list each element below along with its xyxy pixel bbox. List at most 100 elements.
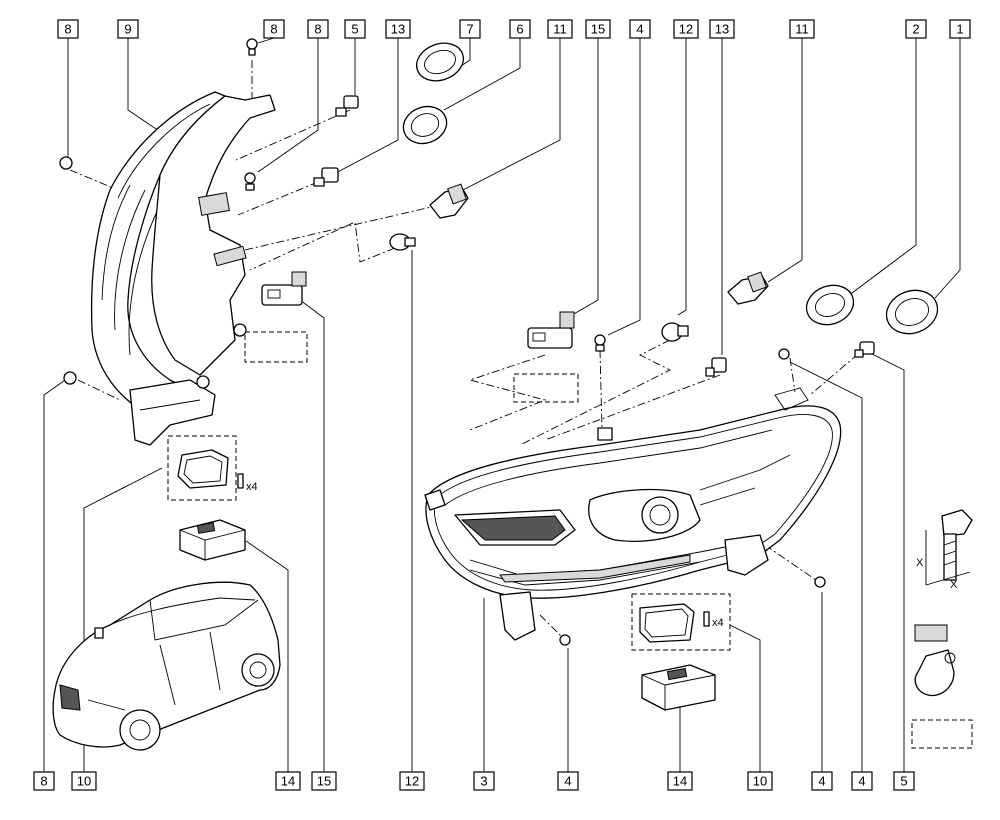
right-headlamp-assembly bbox=[424, 387, 842, 641]
svg-text:11: 11 bbox=[553, 22, 567, 37]
gasket-kit-left: x4 bbox=[167, 435, 258, 501]
cap-6 bbox=[402, 105, 448, 145]
ballast-module-left bbox=[179, 519, 246, 561]
gasket-kit-right: x4 bbox=[631, 593, 731, 651]
bolt-dim-x-vertical: X bbox=[916, 557, 924, 569]
svg-text:13: 13 bbox=[391, 22, 405, 37]
svg-text:10: 10 bbox=[77, 774, 91, 789]
clip-8-top bbox=[246, 38, 258, 56]
vehicle-illustration bbox=[52, 581, 281, 751]
svg-text:8: 8 bbox=[40, 774, 47, 789]
leader-lines bbox=[43, 37, 961, 772]
svg-text:11: 11 bbox=[795, 22, 809, 37]
svg-text:14: 14 bbox=[673, 774, 687, 789]
callout-6-top: 6 bbox=[509, 19, 531, 39]
callout-8-top-left: 8 bbox=[57, 19, 79, 39]
bulb-symbol-detail bbox=[911, 624, 973, 749]
svg-text:9: 9 bbox=[124, 22, 131, 37]
callout-5-bottom: 5 bbox=[893, 771, 915, 791]
callout-8-top-right: 8 bbox=[307, 19, 329, 39]
clip-4-bottom-left bbox=[559, 634, 571, 646]
bolt-dimension-detail: X X bbox=[916, 509, 973, 591]
top-callouts: 8 9 8 8 5 13 7 6 11 15 4 12 13 11 2 1 bbox=[57, 19, 971, 39]
connector-15-right bbox=[527, 311, 575, 349]
callout-12-top: 12 bbox=[673, 19, 699, 39]
connector-15-left bbox=[261, 271, 307, 306]
cap-1 bbox=[885, 289, 939, 335]
callout-3-bottom: 3 bbox=[473, 771, 495, 791]
callout-10-bottom-left: 10 bbox=[71, 771, 97, 791]
svg-text:1: 1 bbox=[956, 22, 963, 37]
callout-13-top-left: 13 bbox=[385, 19, 411, 39]
callout-11-top-right: 11 bbox=[789, 19, 815, 39]
clip-4-top bbox=[594, 334, 606, 352]
svg-text:10: 10 bbox=[753, 774, 767, 789]
svg-text:15: 15 bbox=[591, 22, 605, 37]
clip-4-right bbox=[778, 348, 790, 360]
gasket-qty-right: x4 bbox=[712, 617, 724, 629]
svg-text:8: 8 bbox=[270, 22, 277, 37]
callout-15-top: 15 bbox=[585, 19, 611, 39]
svg-text:4: 4 bbox=[818, 774, 825, 789]
assembly-lines bbox=[69, 60, 859, 639]
clip-4-bottom-right bbox=[814, 576, 826, 588]
svg-text:7: 7 bbox=[466, 22, 473, 37]
bulb-5-right bbox=[854, 341, 875, 358]
left-top-fasteners bbox=[59, 38, 469, 385]
clip-8-bottom bbox=[63, 371, 77, 385]
left-headlamp-assembly bbox=[90, 91, 276, 446]
bottom-callouts: 8 10 14 15 12 3 4 14 10 4 4 5 bbox=[33, 771, 915, 791]
callout-9-top: 9 bbox=[117, 19, 139, 39]
svg-text:2: 2 bbox=[912, 22, 919, 37]
bulb-12-left bbox=[389, 233, 416, 251]
callout-4-bottom-c: 4 bbox=[851, 771, 873, 791]
callout-10-bottom-right: 10 bbox=[747, 771, 773, 791]
gasket-qty-left: x4 bbox=[246, 481, 258, 493]
cap-7 bbox=[415, 42, 465, 82]
callout-7-top: 7 bbox=[459, 19, 481, 39]
right-top-fasteners bbox=[513, 271, 939, 646]
svg-text:8: 8 bbox=[64, 22, 71, 37]
svg-text:4: 4 bbox=[636, 22, 643, 37]
svg-text:8: 8 bbox=[314, 22, 321, 37]
callout-4-bottom-a: 4 bbox=[557, 771, 579, 791]
svg-text:4: 4 bbox=[564, 774, 571, 789]
svg-text:3: 3 bbox=[480, 774, 487, 789]
svg-text:4: 4 bbox=[858, 774, 865, 789]
callout-1-top: 1 bbox=[949, 19, 971, 39]
bulb-holder-11-right bbox=[727, 271, 769, 305]
svg-text:15: 15 bbox=[317, 774, 331, 789]
callout-12-bottom: 12 bbox=[399, 771, 425, 791]
callout-2-top: 2 bbox=[905, 19, 927, 39]
svg-text:13: 13 bbox=[715, 22, 729, 37]
connector-15-right-box bbox=[513, 373, 579, 403]
callout-14-bottom-left: 14 bbox=[275, 771, 301, 791]
callout-8-top-mid: 8 bbox=[263, 19, 285, 39]
bolt-dim-x-horizontal: X bbox=[950, 579, 958, 591]
callout-4-top: 4 bbox=[629, 19, 651, 39]
bulb-13-left bbox=[313, 167, 339, 187]
svg-text:5: 5 bbox=[351, 22, 358, 37]
cap-2 bbox=[805, 284, 855, 326]
svg-text:5: 5 bbox=[900, 774, 907, 789]
callout-8-bottom: 8 bbox=[33, 771, 55, 791]
callout-15-bottom: 15 bbox=[311, 771, 337, 791]
callout-13-top-right: 13 bbox=[709, 19, 735, 39]
callout-5-top: 5 bbox=[344, 19, 366, 39]
bulb-holder-11-left bbox=[429, 183, 469, 219]
callout-4-bottom-b: 4 bbox=[811, 771, 833, 791]
bulb-12-right bbox=[661, 322, 689, 342]
bulb-5-left bbox=[335, 95, 359, 117]
bulb-13-right bbox=[705, 357, 727, 377]
svg-text:12: 12 bbox=[679, 22, 693, 37]
clip-8-left bbox=[59, 156, 73, 170]
callout-11-top-left: 11 bbox=[547, 19, 573, 39]
connector-15-left-box bbox=[244, 331, 308, 363]
svg-text:12: 12 bbox=[405, 774, 419, 789]
svg-text:14: 14 bbox=[281, 774, 295, 789]
svg-text:6: 6 bbox=[516, 22, 523, 37]
ballast-module-right bbox=[641, 664, 716, 711]
clip-8-mid bbox=[244, 172, 256, 191]
callout-14-bottom-right: 14 bbox=[667, 771, 693, 791]
